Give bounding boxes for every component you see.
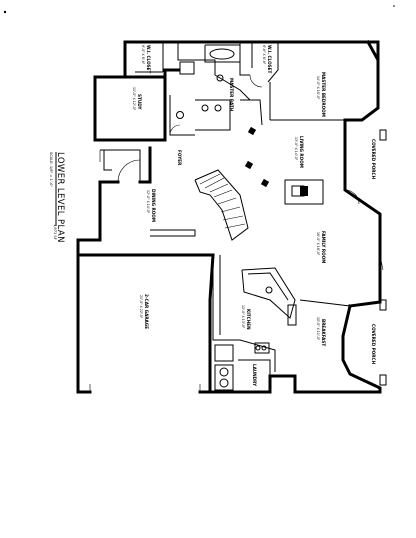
plan-title: LOWER LEVEL PLAN: [55, 152, 65, 243]
exterior-walls: [76, 39, 382, 394]
toilet-icon: [176, 111, 184, 119]
sink-icon: [201, 104, 209, 112]
title-block: LOWER LEVEL PLAN SCALE: 1/8" = 1'-0" 1,8…: [49, 152, 65, 243]
room-label-kitchen: KITCHEN: [246, 309, 251, 330]
room-dim-dining-room: 12'-0" X 14'-0": [146, 190, 150, 214]
room-label-foyer: FOYER: [177, 150, 182, 166]
room-dim-living-room: 13'-0" X 14'-0": [294, 137, 298, 161]
room-label-master-bedroom: MASTER BEDROOM: [321, 72, 326, 117]
sink-icon: [214, 104, 222, 112]
porch-elements: [379, 129, 387, 386]
column-icon: [247, 126, 257, 136]
bathtub-icon: [209, 48, 235, 60]
room-dim-garage: 21'-0" X 22'-0": [139, 295, 143, 319]
room-label-wi-closet-1: W.I. CLOSET: [146, 45, 151, 74]
room-label-breakfast: BREAKFAST: [321, 319, 326, 346]
room-label-study: STUDY: [137, 94, 142, 110]
plan-area: 1,871 SF: [53, 224, 57, 240]
room-label-wi-closet-2: W.I. CLOSET: [267, 45, 272, 74]
range-icon: [255, 345, 261, 351]
room-label-covered-porch-2: COVERED PORCH: [371, 324, 376, 365]
room-dim-wi-closet-1: 6'-0" X 8'-6": [141, 45, 145, 65]
range-icon: [261, 345, 267, 351]
room-dim-master-bedroom: 14'-0" X 16'-0": [316, 76, 320, 100]
dryer-icon: [219, 378, 229, 388]
room-label-dining-room: DINING ROOM: [151, 189, 156, 222]
doors: [89, 74, 360, 392]
column-icon: [260, 178, 270, 188]
room-dim-kitchen: 12'-0" X 13'-0": [241, 305, 245, 329]
room-dim-breakfast: 10'-0" X 11'-0": [316, 317, 320, 341]
plumbing-fixtures: [176, 48, 273, 388]
room-dim-family-room: 16'-0" X 18'-0": [316, 232, 320, 256]
room-labels: W.I. CLOSET 6'-0" X 8'-6" W.I. CLOSET 6'…: [132, 45, 376, 387]
column-icon: [244, 160, 254, 170]
room-label-laundry: LAUNDRY: [252, 364, 257, 387]
plan-scale: SCALE: 1/8" = 1'-0": [49, 152, 53, 187]
washer-icon: [219, 367, 229, 377]
sink-icon: [265, 286, 273, 294]
room-label-garage: 2-CAR GARAGE: [144, 294, 149, 329]
interior-walls: [100, 42, 351, 392]
room-dim-wi-closet-2: 6'-6" X 8'-6": [262, 45, 266, 65]
scan-speck: [393, 5, 395, 7]
scan-speck: [3, 10, 7, 14]
room-dim-study: 11'-0" X 12'-0": [132, 87, 136, 111]
room-label-family-room: FAMILY ROOM: [321, 231, 326, 263]
toilet-icon: [216, 74, 224, 82]
shower-icon: [179, 61, 195, 75]
room-label-living-room: LIVING ROOM: [299, 136, 304, 168]
room-label-master-bath: MASTER BATH: [229, 78, 234, 112]
room-label-covered-porch-1: COVERED PORCH: [371, 139, 376, 180]
